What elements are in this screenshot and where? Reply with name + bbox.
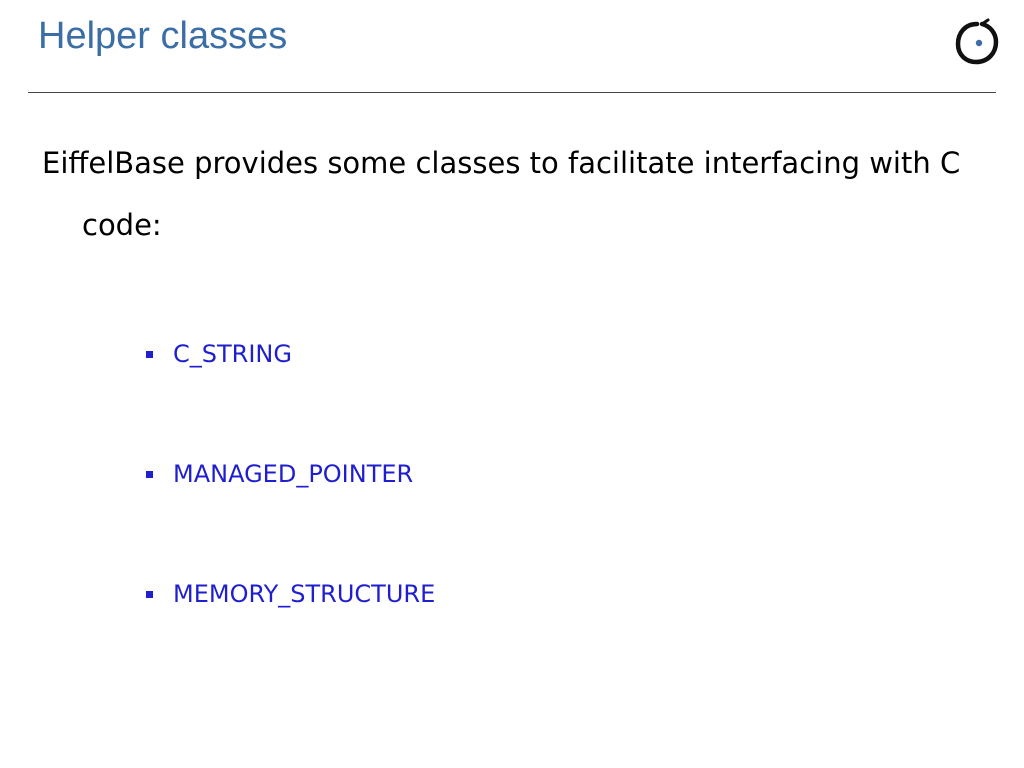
class-list: C_STRING MANAGED_POINTER MEMORY_STRUCTUR… — [146, 334, 435, 694]
list-item: MEMORY_STRUCTURE — [146, 574, 435, 614]
class-name: MANAGED_POINTER — [173, 460, 414, 488]
square-bullet-icon — [146, 470, 153, 478]
list-item: C_STRING — [146, 334, 435, 374]
intro-text: EiffelBase provides some classes to faci… — [42, 146, 961, 242]
square-bullet-icon — [146, 590, 153, 598]
slide-title: Helper classes — [38, 15, 288, 57]
list-item: MANAGED_POINTER — [146, 454, 435, 494]
eiffel-logo-icon — [955, 18, 999, 65]
title-divider — [28, 92, 996, 93]
class-name: MEMORY_STRUCTURE — [173, 580, 436, 608]
class-name: C_STRING — [173, 340, 292, 368]
square-bullet-icon — [146, 350, 153, 358]
